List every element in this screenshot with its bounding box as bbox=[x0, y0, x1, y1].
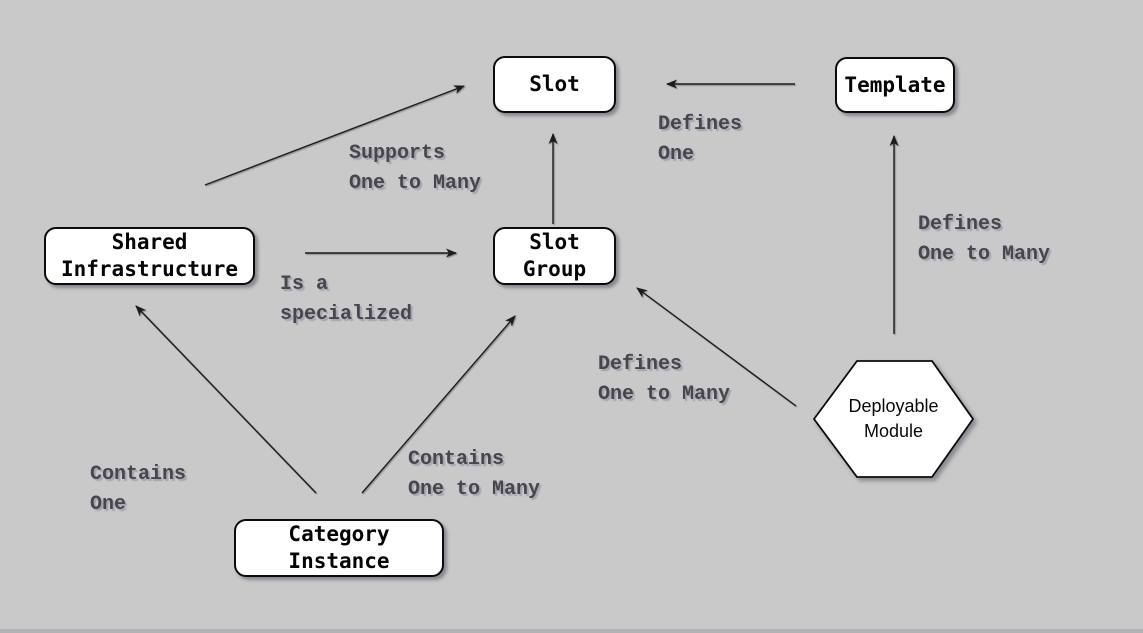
edge-deployable-module-to-slot-group bbox=[636, 287, 797, 407]
edge-label-contains-one: Contains One bbox=[90, 463, 187, 516]
hexagon-shape-icon bbox=[812, 360, 975, 478]
edge-shared-infrastructure-to-slot bbox=[204, 85, 465, 186]
node-slot: Slot bbox=[493, 56, 616, 113]
node-deployable-module-label: Deployable Module bbox=[848, 396, 939, 441]
node-category-instance: Category Instance bbox=[234, 519, 444, 577]
edge-category-instance-to-slot-group bbox=[361, 315, 516, 494]
edge-label-defines-one-to-many-mid: Defines One to Many bbox=[598, 353, 731, 406]
edge-label-defines-one-to-many-right: Defines One to Many bbox=[918, 213, 1051, 266]
window-bottom-edge bbox=[0, 629, 1143, 633]
node-deployable-module: Deployable Module bbox=[812, 359, 975, 479]
edge-label-defines-one: Defines One bbox=[658, 113, 743, 166]
edge-label-contains-one-to-many: Contains One to Many bbox=[408, 448, 541, 501]
edge-label-supports-one-to-many: Supports One to Many bbox=[349, 142, 482, 195]
node-slot-group: Slot Group bbox=[493, 227, 616, 285]
node-template: Template bbox=[835, 57, 955, 113]
edge-category-instance-to-shared-infrastructure bbox=[135, 305, 317, 494]
edge-label-is-a-specialized: Is a specialized bbox=[280, 273, 413, 326]
node-shared-infrastructure: Shared Infrastructure bbox=[44, 227, 255, 285]
